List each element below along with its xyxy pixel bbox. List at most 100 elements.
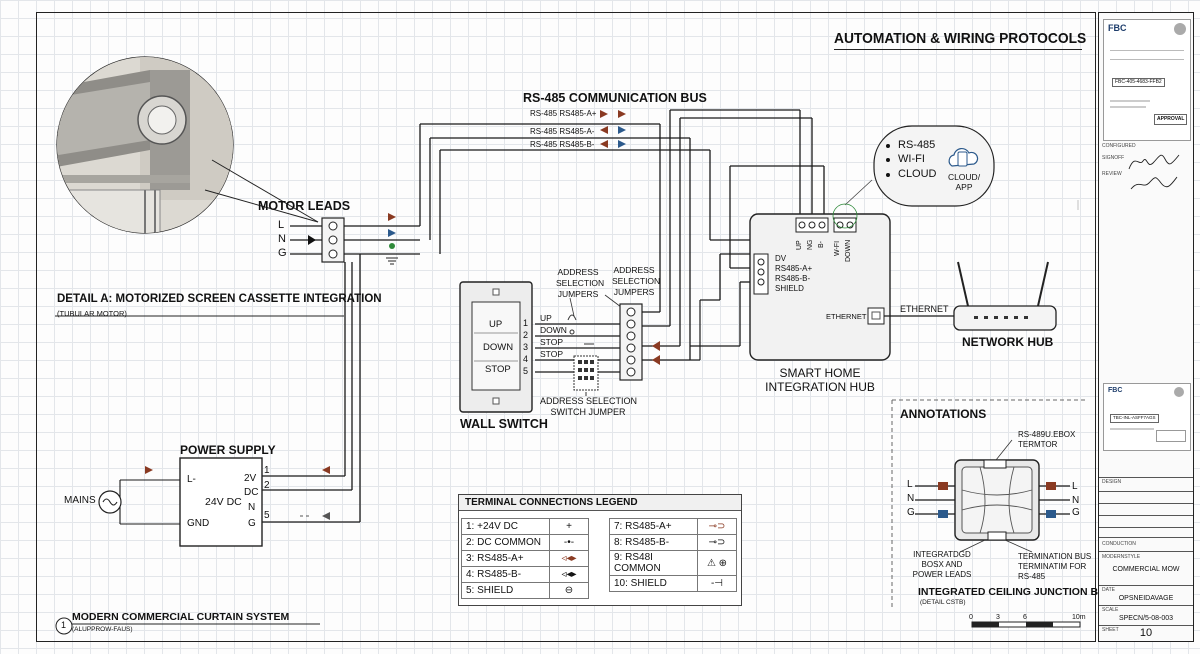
cloud-item: WI-FI [898,153,925,165]
switch-terminal-block [619,299,740,381]
cloud-item: CLOUD [898,168,937,180]
ps-term-label: DC [244,487,259,498]
tb-label: CONFIGURED [1102,143,1136,149]
motor-lead-label: G [278,247,287,259]
tb-label: SHEET [1102,627,1119,633]
tb-project: COMMERCIAL MOW [1112,566,1180,573]
bus-line-label: RS-485 RS485-B- [530,140,595,149]
wall-switch-plate [459,281,533,413]
power-wires [119,254,361,525]
circle-minus-icon: ⊖ [549,582,589,599]
motor-leads-title: MOTOR LEADS [258,199,351,213]
legend-left-table: 1: +24V DC+ 2: DC COMMON-•- 3: RS485-A+◃… [461,518,589,599]
switch-button-up[interactable]: UP [489,319,503,330]
tb-label: SCALE [1102,607,1119,613]
switch-wire-label: STOP [540,337,563,347]
hub-wifi-term: W-FI [834,240,841,256]
drawing-frame [36,12,1096,642]
dot-icon: -•- [549,534,589,551]
legend-entry: 4: RS485-B- [461,566,550,583]
bus-line-label: RS-485 RS485-A+ [530,109,597,118]
jb-caption-sub: (DETAIL CSTB) [920,599,966,606]
power-supply-box [179,457,263,547]
network-hub-title: NETWORK HUB [962,335,1054,349]
switch-wire-label: UP [540,313,552,323]
scale-tick: 0 [969,614,973,621]
seal-icon [1174,387,1184,397]
legend-entry: 3: RS485-A+ [461,550,550,567]
approval-stamp-1: FBC FBC-405-4683-FFB2 APPROVAL [1103,19,1191,141]
terminal-legend: TERMINAL CONNECTIONS LEGEND 1: +24V DC+ … [458,494,742,606]
tb-label: SIGNOFF [1102,155,1125,161]
wall-switch-title: WALL SWITCH [460,417,548,431]
ethernet-line-label: ETHERNET [900,304,949,314]
legend-entry: 2: DC COMMON [461,534,550,551]
ps-pin: 2 [264,480,270,491]
tb-label: REVIEW [1102,171,1122,177]
switch-wire-label: STOP [540,349,563,359]
motor-terminal-block [290,213,420,265]
plus-icon: + [549,518,589,535]
switch-pin: 1 [523,318,529,328]
jb-right-lead: G [1072,507,1080,518]
jb-left-lead: N [907,493,915,504]
shield-line-icon: -⊣ [697,575,737,592]
warning-ground-icon: ⚠ ⊕ [697,550,737,576]
switch-pin: 3 [523,342,529,352]
annotations-panel-frame [891,399,1088,610]
hub-side-term: SHIELD [775,284,804,293]
switch-button-stop[interactable]: STOP [485,364,511,375]
switch-pin: 4 [523,354,529,364]
hub-top-term: B- [818,241,825,248]
cloud-app-icon [948,147,979,167]
switch-pin: 5 [523,366,529,376]
detail-a-magnifier [56,56,319,234]
ps-term-label: 2V [244,473,257,484]
ps-term-label: L- [187,474,196,485]
bus-line-label: RS-485 RS485-A- [530,127,595,136]
cloud-callout [873,125,995,207]
legend-entry: 5: SHIELD [461,582,550,599]
hub-side-term: RS485-A+ [775,264,813,273]
ps-term-label: G [248,518,256,529]
switch-pin: 2 [523,330,529,340]
hub-top-term: NG [807,239,814,251]
ps-pin: 1 [264,465,270,476]
rs485-bus [419,109,825,360]
ps-pin: 5 [264,510,270,521]
sheet-title: AUTOMATION & WIRING PROTOCOLS [834,30,1087,47]
smart-hub-box [749,213,960,361]
tb-label: CONDUCTION [1102,541,1136,547]
power-supply-title: POWER SUPPLY [180,443,276,457]
legend-entry: 10: SHIELD [609,575,698,592]
cloud-item: RS-485 [898,139,936,151]
annotations-title: ANNOTATIONS [900,407,987,421]
connector-icon: ⊸⊃ [697,534,737,551]
tb-sheet-number: 10 [1139,627,1153,639]
switch-button-down[interactable]: DOWN [483,342,514,353]
legend-entry: 9: RS48I COMMON [609,550,698,576]
title-block: FBC FBC-405-4683-FFB2 APPROVAL CONFIGURE… [1098,12,1194,642]
legend-entry: 7: RS485-A+ [609,518,698,535]
scale-tick: 3 [996,614,1000,621]
hub-wifi-term: DOWN [845,239,852,262]
motor-lead-label: N [278,233,286,245]
mains-label: MAINS [64,495,96,506]
ps-term-label: N [248,502,256,513]
arrow-pair-icon: ◃◂▸ [549,566,589,583]
legend-title: TERMINAL CONNECTIONS LEGEND [465,497,638,508]
switch-wires [535,294,626,396]
connector-icon: ⊸⊃ [697,518,737,535]
jb-right-lead: N [1072,495,1080,506]
approval-stamp-2: FBC TBC-INL-ASFF7AGS [1103,383,1191,451]
legend-right-table: 7: RS485-A+⊸⊃ 8: RS485-B-⊸⊃ 9: RS48I COM… [609,518,737,592]
detail-a-subtitle: (TUBULAR MOTOR) [57,309,127,318]
tb-label: DATE [1102,587,1115,593]
